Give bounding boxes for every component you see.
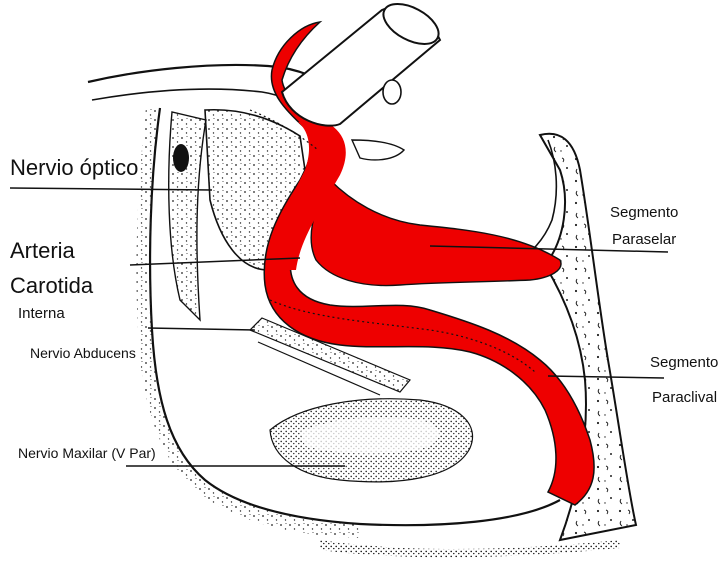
carotid-label-line1: Arteria bbox=[10, 240, 75, 262]
paraclival-label-line1: Segmento bbox=[650, 355, 718, 370]
carotid-label-line3: Interna bbox=[18, 306, 65, 321]
paraclival-label-line2: Paraclival bbox=[652, 390, 717, 405]
paraselar-label-line1: Segmento bbox=[610, 205, 678, 220]
optic-foramen bbox=[173, 144, 189, 172]
leader-paraclival bbox=[548, 376, 664, 378]
carotid-label-line2: Carotida bbox=[10, 275, 93, 297]
abducens-label: Nervio Abducens bbox=[30, 346, 136, 360]
optic-canal bbox=[169, 112, 206, 320]
paraselar-segment bbox=[311, 180, 561, 286]
clinoid-tip bbox=[352, 140, 404, 160]
paraselar-label-line2: Paraselar bbox=[612, 232, 676, 247]
ophthalmic-branch bbox=[383, 80, 401, 104]
optic-nerve-label: Nervio óptico bbox=[10, 157, 138, 179]
leader-internal bbox=[148, 328, 255, 330]
sinus-floor bbox=[320, 540, 620, 557]
maxillary-label: Nervio Maxilar (V Par) bbox=[18, 446, 156, 460]
